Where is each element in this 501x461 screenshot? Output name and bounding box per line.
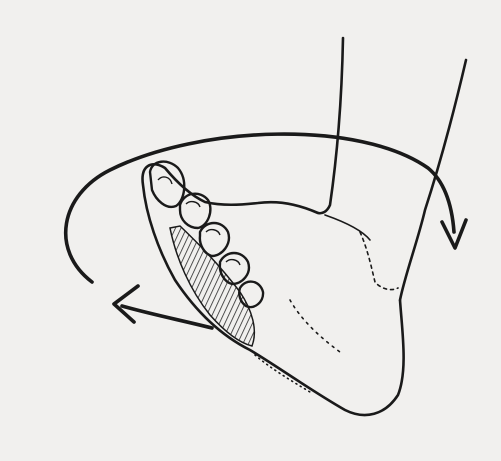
third-toe: [200, 223, 229, 256]
fourth-toe: [220, 253, 249, 284]
leg-front-line: [318, 38, 343, 213]
little-toe: [239, 282, 263, 307]
return-arrowhead-icon: [114, 286, 138, 322]
rotation-arrow-arc: [66, 134, 454, 282]
second-toe: [180, 194, 210, 228]
leg-back-line: [400, 60, 466, 300]
